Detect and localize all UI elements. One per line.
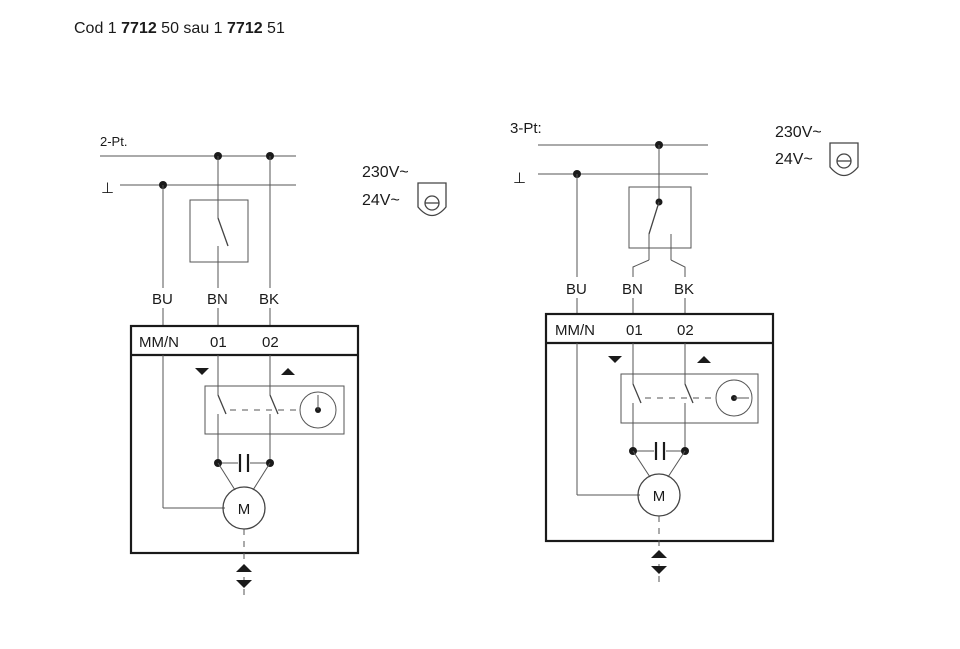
limit-switch-box-2pt [204, 385, 345, 435]
motor-label: M [653, 488, 666, 505]
wire-bk-right [670, 259, 686, 277]
arrow-down-icon [608, 356, 622, 363]
terminal-01: 01 [626, 322, 643, 339]
voltage-24-right: 24V~ [775, 151, 813, 168]
motor-label: M [238, 501, 251, 518]
wire-label-bk: BK [259, 291, 279, 308]
title-prefix: Cod 1 [74, 20, 122, 37]
diagram-2pt: 2-Pt. ⊥ BU BN BK 230V~ 24V~ MM/N [100, 134, 447, 596]
arrow-down-icon [195, 368, 209, 375]
wire-label-bn: BN [622, 281, 643, 298]
title-mid: 50 sau 1 [156, 20, 228, 37]
mode-label-2pt: 2-Pt. [100, 134, 127, 149]
timer-symbol-icon [417, 182, 447, 217]
title-code-a: 7712 [121, 20, 157, 37]
wire-label-bn: BN [207, 291, 228, 308]
terminal-02: 02 [677, 322, 694, 339]
terminal-01: 01 [210, 334, 227, 351]
motor-lead [217, 462, 236, 491]
limit-contact [217, 394, 227, 415]
shaft-arrow-down-icon [651, 566, 667, 574]
actuator-box-2pt [129, 324, 360, 555]
motor-lead [632, 450, 651, 478]
terminal-mmn: MM/N [555, 322, 595, 339]
actuator-box-3pt [544, 312, 775, 543]
diagram-3pt: 3-Pt: ⊥ BU BN BK 230V~ 24V~ MM/N 01 [510, 120, 859, 582]
external-switch-box-3pt [628, 186, 692, 249]
voltage-24-left: 24V~ [362, 192, 400, 209]
external-switch-box-2pt [189, 199, 249, 263]
motor-lead [252, 462, 271, 491]
ground-symbol-right: ⊥ [513, 170, 526, 187]
title-code-b: 7712 [227, 20, 263, 37]
arrow-up-icon [281, 368, 295, 375]
title-suffix: 51 [262, 20, 285, 37]
limit-switch-box-3pt [620, 373, 759, 424]
cam-disc-icon [715, 379, 753, 417]
timer-symbol-icon [829, 142, 859, 177]
limit-contact [269, 394, 279, 415]
switch-contact [217, 217, 229, 247]
wire-label-bu: BU [566, 281, 587, 298]
limit-contact [632, 383, 642, 404]
terminal-02: 02 [262, 334, 279, 351]
shaft-arrow-up-icon [236, 564, 252, 572]
terminal-mmn: MM/N [139, 334, 179, 351]
cam-disc-icon [299, 391, 337, 429]
ground-symbol-left: ⊥ [101, 180, 114, 197]
wire-label-bu: BU [152, 291, 173, 308]
wire-label-bk: BK [674, 281, 694, 298]
limit-contact [684, 383, 694, 404]
arrow-up-icon [697, 356, 711, 363]
selector-contact [648, 201, 660, 235]
mode-label-3pt: 3-Pt: [510, 120, 542, 137]
voltage-230-right: 230V~ [775, 124, 822, 141]
voltage-230-left: 230V~ [362, 164, 409, 181]
wire-bn-right [632, 259, 650, 277]
shaft-arrow-down-icon [236, 580, 252, 588]
motor-lead [667, 450, 686, 478]
page-title: Cod 1 7712 50 sau 1 7712 51 [74, 20, 285, 38]
shaft-arrow-up-icon [651, 550, 667, 558]
